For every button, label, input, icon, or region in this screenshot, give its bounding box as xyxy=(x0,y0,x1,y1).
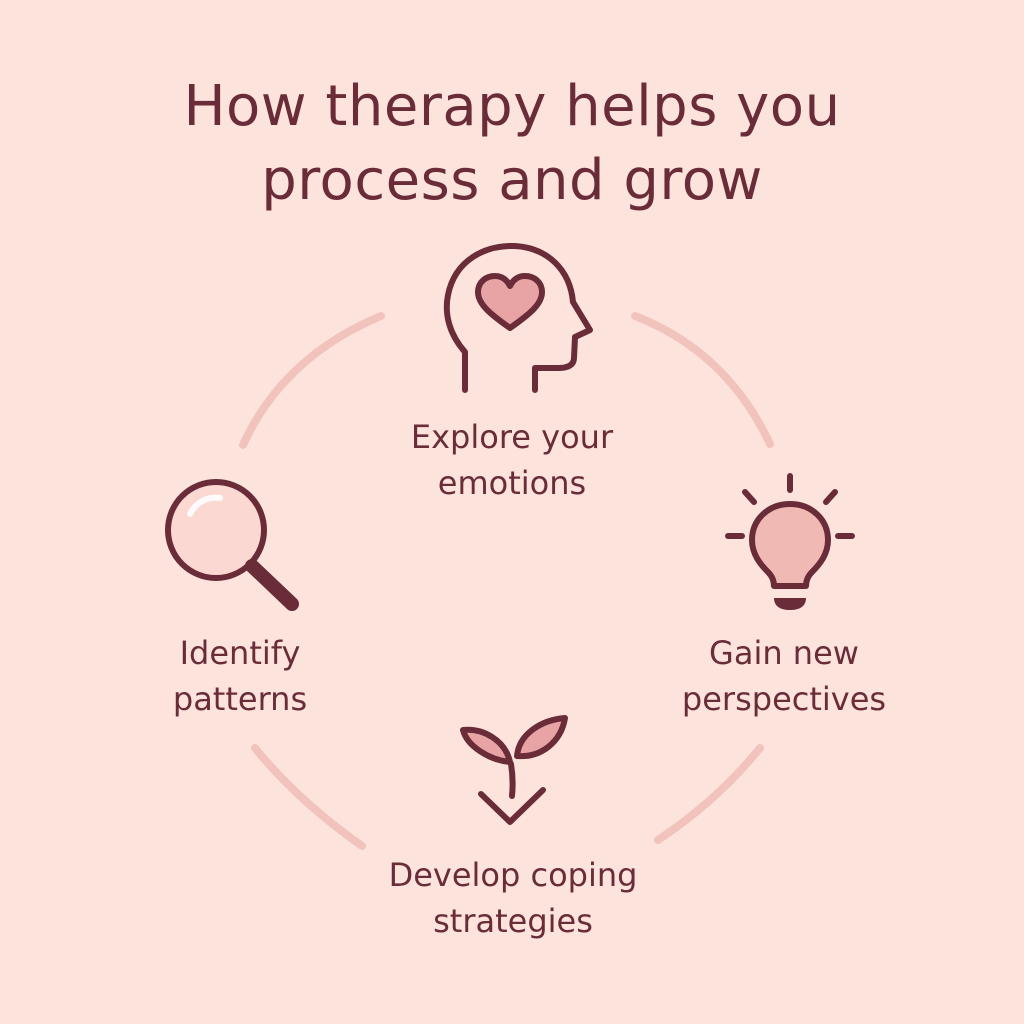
title-line-2: process and grow xyxy=(261,148,763,213)
step-1-line-1: Explore your xyxy=(410,418,614,456)
arc-bottom-right xyxy=(654,744,764,844)
magnifying-glass-icon xyxy=(165,479,299,611)
arc-bottom-left xyxy=(251,744,366,850)
lightbulb-icon xyxy=(725,473,855,610)
step-1-line-2: emotions xyxy=(437,464,587,502)
step-2-line-1: Gain new xyxy=(709,634,859,672)
step-4-line-2: patterns xyxy=(172,680,308,718)
step-identify-patterns: Identify patterns xyxy=(90,630,390,722)
step-explore-emotions: Explore your emotions xyxy=(362,414,662,506)
sprout-icon xyxy=(460,715,568,825)
step-3-line-1: Develop coping xyxy=(388,856,638,894)
arc-top-right xyxy=(631,312,774,448)
step-2-line-2: perspectives xyxy=(681,680,887,718)
step-develop-coping: Develop coping strategies xyxy=(343,852,683,944)
title-line-1: How therapy helps you xyxy=(183,74,841,139)
arc-top-left xyxy=(239,312,385,449)
step-3-line-2: strategies xyxy=(433,902,593,940)
step-4-line-1: Identify xyxy=(179,634,301,672)
step-gain-perspectives: Gain new perspectives xyxy=(634,630,934,722)
page-title: How therapy helps you process and grow xyxy=(0,70,1024,218)
head-heart-icon xyxy=(443,242,593,393)
